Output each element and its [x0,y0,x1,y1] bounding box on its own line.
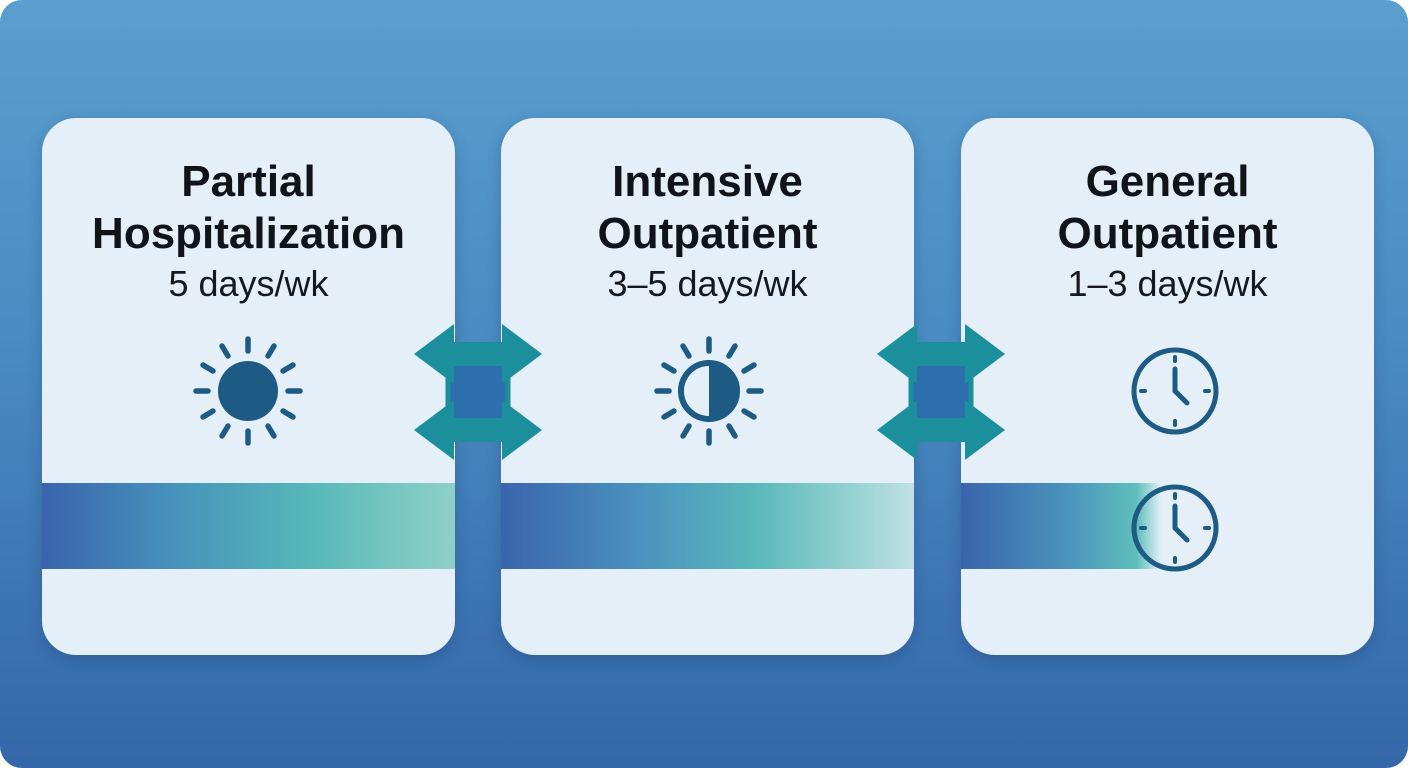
intensity-band-partial [42,483,455,569]
double-arrow-icon [877,400,1005,460]
sun-icon [193,336,303,446]
stage-card-intensive-outpatient: Intensive Outpatient 3–5 days/wk [501,118,914,655]
stage-title-line1: General [1085,157,1250,206]
double-arrow-icon [877,324,1005,384]
connector-intensive-to-general [877,324,1005,460]
stage-title: General Outpatient [961,156,1374,260]
stage-frequency: 1–3 days/wk [1067,263,1268,304]
clock-icon [1131,347,1219,435]
stage-title-line1: Intensive [612,157,803,206]
stage-title: Partial Hospitalization [42,156,455,260]
intensity-band-general [961,483,1161,569]
clock-icon [1131,484,1219,572]
stage-title-line2: Outpatient [1057,209,1278,258]
connector-partial-to-intensive [414,324,542,460]
stage-card-general-outpatient: General Outpatient 1–3 days/wk [961,118,1374,655]
stage-title: Intensive Outpatient [501,156,914,260]
double-arrow-icon [414,324,542,384]
stage-title-line1: Partial [181,157,316,206]
stage-title-line2: Hospitalization [92,209,405,258]
stage-card-partial-hospitalization: Partial Hospitalization 5 days/wk [42,118,455,655]
intensity-band-intensive [501,483,914,569]
double-arrow-icon [414,400,542,460]
stage-frequency: 3–5 days/wk [607,263,808,304]
half-sun-icon [654,336,764,446]
stage-title-line2: Outpatient [597,209,818,258]
stage-frequency: 5 days/wk [168,263,329,304]
